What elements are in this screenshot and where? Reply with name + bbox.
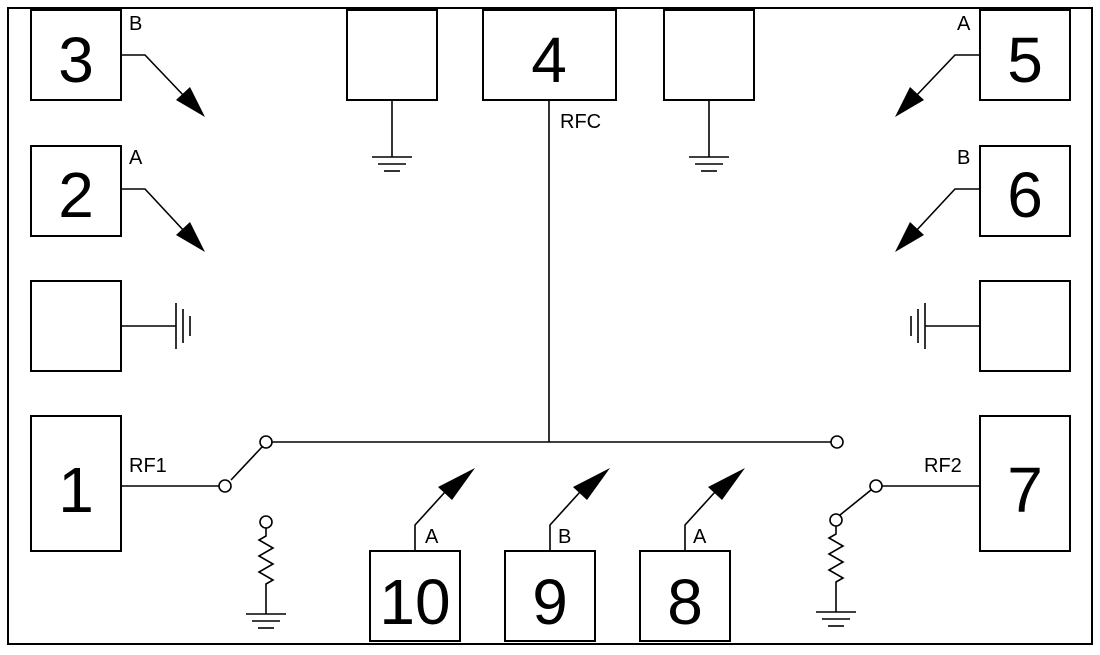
pad-8-control-label: A <box>693 526 707 548</box>
pad-1: 1 <box>30 415 122 552</box>
pad-2-control-arrow <box>121 188 205 252</box>
pad-7-number: 7 <box>1007 454 1043 526</box>
pad-3-control-label: B <box>129 13 142 35</box>
pad-9-number: 9 <box>532 566 568 638</box>
pad-8-control-arrow <box>684 468 745 551</box>
pad-6: 6 <box>979 145 1071 237</box>
pad-10-control-label: A <box>425 526 439 548</box>
pad-10: 10 <box>369 550 461 642</box>
pad-8-number: 8 <box>667 566 703 638</box>
pad-6-number: 6 <box>1007 159 1043 231</box>
pad-2-control-label: A <box>129 147 143 169</box>
rf1-switch <box>218 435 273 493</box>
right-ground-pad <box>910 280 1071 372</box>
left-ground-pad <box>30 280 191 372</box>
pad-1-number: 1 <box>58 454 94 526</box>
pad-7: 7 <box>979 415 1071 552</box>
pad-2: 2 <box>30 145 122 237</box>
rf2-label: RF2 <box>924 455 962 477</box>
rf2-termination <box>815 525 857 627</box>
top-right-ground-pad <box>663 9 755 172</box>
rf1-label: RF1 <box>129 455 167 477</box>
rfc-label: RFC <box>560 111 601 133</box>
pad-3: 3 <box>30 9 122 101</box>
pad-5: 5 <box>979 9 1071 101</box>
pad-3-control-arrow <box>121 54 205 117</box>
pad-9-control-label: B <box>558 526 571 548</box>
top-left-ground-pad <box>346 9 438 172</box>
pad-5-control-arrow <box>895 54 980 117</box>
pad-5-number: 5 <box>1007 24 1043 96</box>
pad-9: 9 <box>504 550 596 642</box>
pad-9-control-arrow <box>549 468 610 551</box>
rf2-switch-node <box>830 435 844 449</box>
pad-2-number: 2 <box>58 159 94 231</box>
pad-4: 4 <box>482 9 617 101</box>
pad-3-number: 3 <box>58 24 94 96</box>
pad-8: 8 <box>639 550 731 642</box>
pad-10-control-arrow <box>414 468 475 551</box>
pad-4-number: 4 <box>531 24 567 96</box>
pad-6-control-label: B <box>957 147 970 169</box>
rf1-termination <box>245 515 287 629</box>
pad-5-control-label: A <box>957 13 971 35</box>
pad-6-control-arrow <box>895 188 980 252</box>
pad-10-number: 10 <box>379 566 450 638</box>
